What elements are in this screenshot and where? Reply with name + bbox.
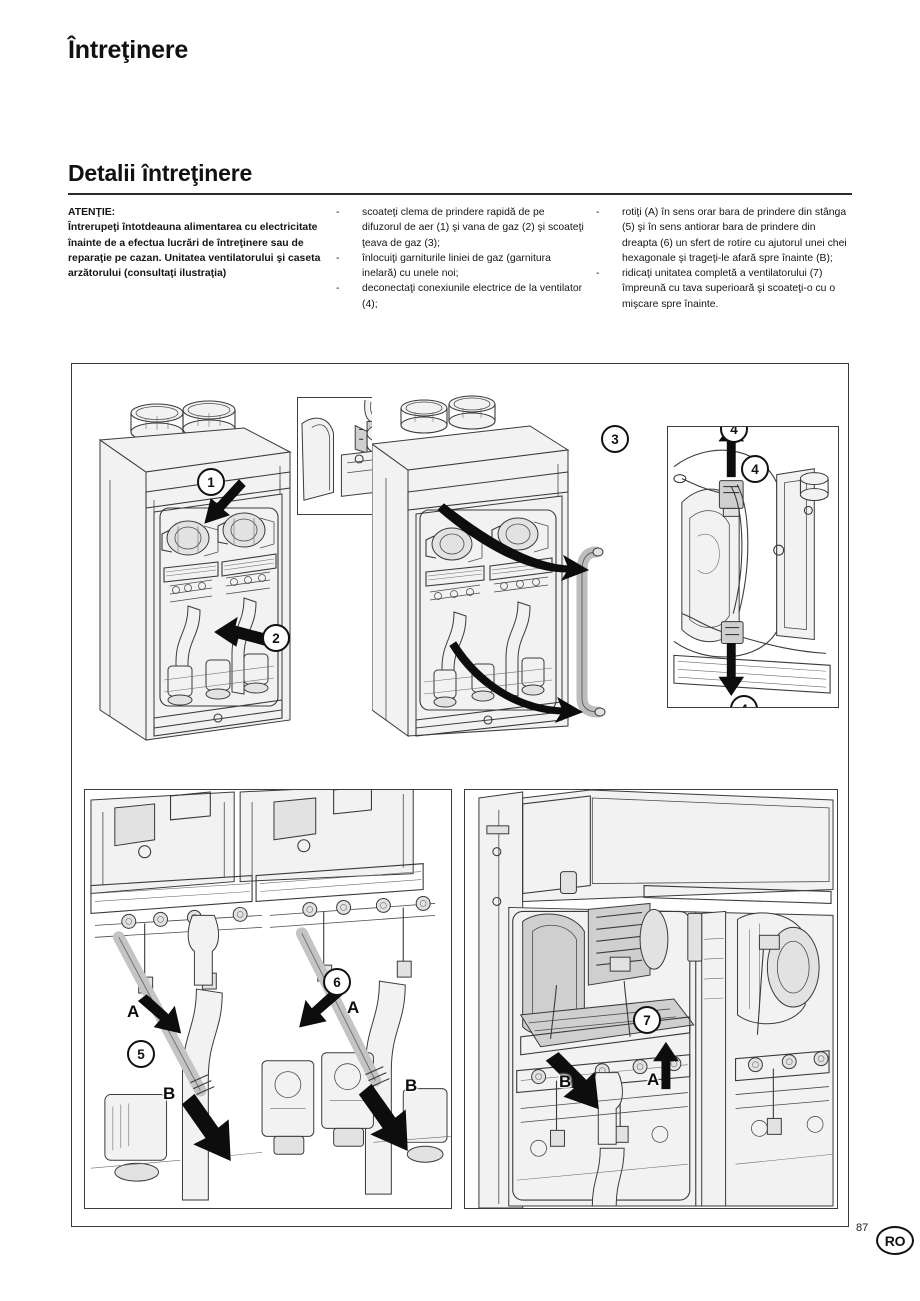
list-item: - ridicaţi unitatea completă a ventilato… <box>596 266 852 312</box>
list-item-text: deconectaţi conexiunile electrice de la … <box>362 283 583 310</box>
list-item-text: scoateţi clema de prindere rapidă de pe … <box>362 207 584 249</box>
warning-label: ATENŢIE: <box>68 207 116 218</box>
gas-pipe-removal-illustration <box>372 395 606 737</box>
label-A-left: A <box>127 1002 140 1021</box>
list-item: - rotiţi (A) în sens orar bara de prinde… <box>596 205 852 266</box>
list-item-text: ridicaţi unitatea completă a ventilatoru… <box>622 268 836 310</box>
arrow-A-lift <box>653 1041 679 1090</box>
fan-unit-assembly <box>519 902 695 1056</box>
callout-5: 5 <box>127 1040 155 1068</box>
bullet-dash: - <box>336 283 340 295</box>
boiler-front-open-illustration <box>98 400 292 741</box>
removed-gas-pipe <box>576 546 606 718</box>
steps-column-2: - rotiţi (A) în sens orar bara de prinde… <box>596 205 852 312</box>
clamp-bars-illustration <box>85 790 451 1208</box>
bullet-dash: - <box>596 268 600 280</box>
arrow-down-connector <box>718 642 745 696</box>
title-divider <box>68 193 852 195</box>
bullet-dash: - <box>336 252 340 264</box>
arrow-A-right <box>299 988 343 1028</box>
language-badge: RO <box>876 1226 914 1255</box>
bullet-dash: - <box>596 207 600 218</box>
callout-6: 6 <box>323 968 351 996</box>
figure-panel-gas-pipe-removal: 3 <box>372 380 662 770</box>
steps-column-1: - scoateţi clema de prindere rapidă de p… <box>336 205 586 312</box>
fan-connections-illustration <box>668 427 838 707</box>
label-A-lift: A <box>647 1070 660 1089</box>
right-clamp-bar <box>295 927 390 1088</box>
arrow-upper-sweep <box>437 503 590 582</box>
warning-column: ATENŢIE: Întrerupeţi întotdeauna aliment… <box>68 205 323 281</box>
arrow-lower-sweep <box>449 641 584 724</box>
bullet-dash: - <box>336 207 340 218</box>
label-A-right: A <box>347 998 360 1017</box>
list-item-text: înlocuiţi garniturile liniei de gaz (gar… <box>362 252 551 280</box>
list-item: - scoateţi clema de prindere rapidă de p… <box>336 205 586 251</box>
callout-1: 1 <box>197 468 225 496</box>
arrow-B-pull <box>545 1052 599 1110</box>
label-B-left: B <box>163 1084 176 1103</box>
section-heading: Detalii întreţinere <box>68 160 253 186</box>
page-title: Întreţinere <box>68 36 189 64</box>
list-item: - deconectaţi conexiunile electrice de l… <box>336 281 586 312</box>
list-item: - înlocuiţi garniturile liniei de gaz (g… <box>336 251 586 282</box>
illustration-frame: 1 2 <box>71 363 849 1227</box>
arrow-B-left <box>181 1093 231 1162</box>
upper-connector <box>718 480 744 509</box>
fan-unit-lift-illustration <box>465 790 837 1208</box>
lower-connector <box>720 621 744 644</box>
figure-panel-fan-unit-lift: 7 A B <box>464 789 838 1209</box>
callout-3: 3 <box>601 425 629 453</box>
arrow-B-right <box>358 1083 408 1152</box>
arrow-A-left <box>137 994 182 1034</box>
list-item-text: rotiţi (A) în sens orar bara de prindere… <box>622 207 847 264</box>
label-B-right: B <box>405 1076 418 1095</box>
callout-2: 2 <box>262 624 290 652</box>
callout-4-upper: 4 <box>741 455 769 483</box>
page-number: 87 <box>856 1222 869 1234</box>
arrow-1 <box>204 479 246 524</box>
callout-7: 7 <box>633 1006 661 1034</box>
figure-panel-fan-connections: 4 4 4 <box>667 426 839 708</box>
figure-panel-clamp-bars: 5 6 A A B B <box>84 789 452 1209</box>
warning-body: Întrerupeţi întotdeauna alimentarea cu e… <box>68 222 321 280</box>
label-B-pull: B <box>559 1072 572 1091</box>
